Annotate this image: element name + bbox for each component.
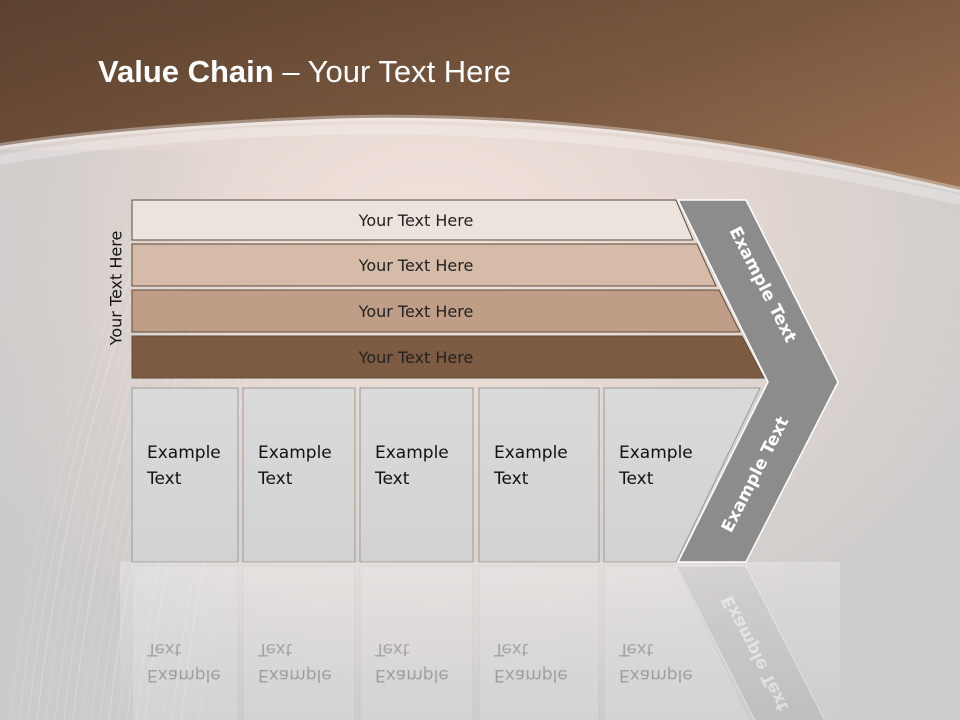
column-line1: Example: [494, 443, 568, 463]
bar-label: Your Text Here: [358, 302, 474, 321]
bar-shape: [131, 289, 741, 333]
column-shape: [242, 387, 356, 563]
column-line1: Example: [258, 443, 332, 463]
column-line2: Text: [493, 469, 529, 489]
side-label: Your Text Here: [106, 230, 126, 346]
column-line1: Example: [375, 443, 449, 463]
column-line2: Text: [374, 469, 410, 489]
title-rest: – Your Text Here: [273, 54, 511, 89]
bar-shape: [131, 243, 717, 287]
bar-label: Your Text Here: [358, 256, 474, 275]
bar-2: Your Text Here: [131, 243, 717, 287]
bar-4: Your Text Here: [131, 335, 765, 379]
bar-label: Your Text Here: [358, 348, 474, 367]
column-line2: Text: [618, 469, 654, 489]
column-line2: Text: [146, 469, 182, 489]
column-line1: Example: [147, 443, 221, 463]
column-line1: Example: [619, 443, 693, 463]
bar-shape: [131, 335, 765, 379]
column-shape: [478, 387, 600, 563]
bar-3: Your Text Here: [131, 289, 741, 333]
column-shape: [359, 387, 474, 563]
bar-shape: [131, 199, 694, 241]
bar-1: Your Text Here: [131, 199, 694, 241]
title-bold: Value Chain: [98, 54, 274, 89]
bar-label: Your Text Here: [358, 211, 474, 230]
column-line2: Text: [257, 469, 293, 489]
slide-title: Value Chain – Your Text Here: [98, 54, 511, 90]
